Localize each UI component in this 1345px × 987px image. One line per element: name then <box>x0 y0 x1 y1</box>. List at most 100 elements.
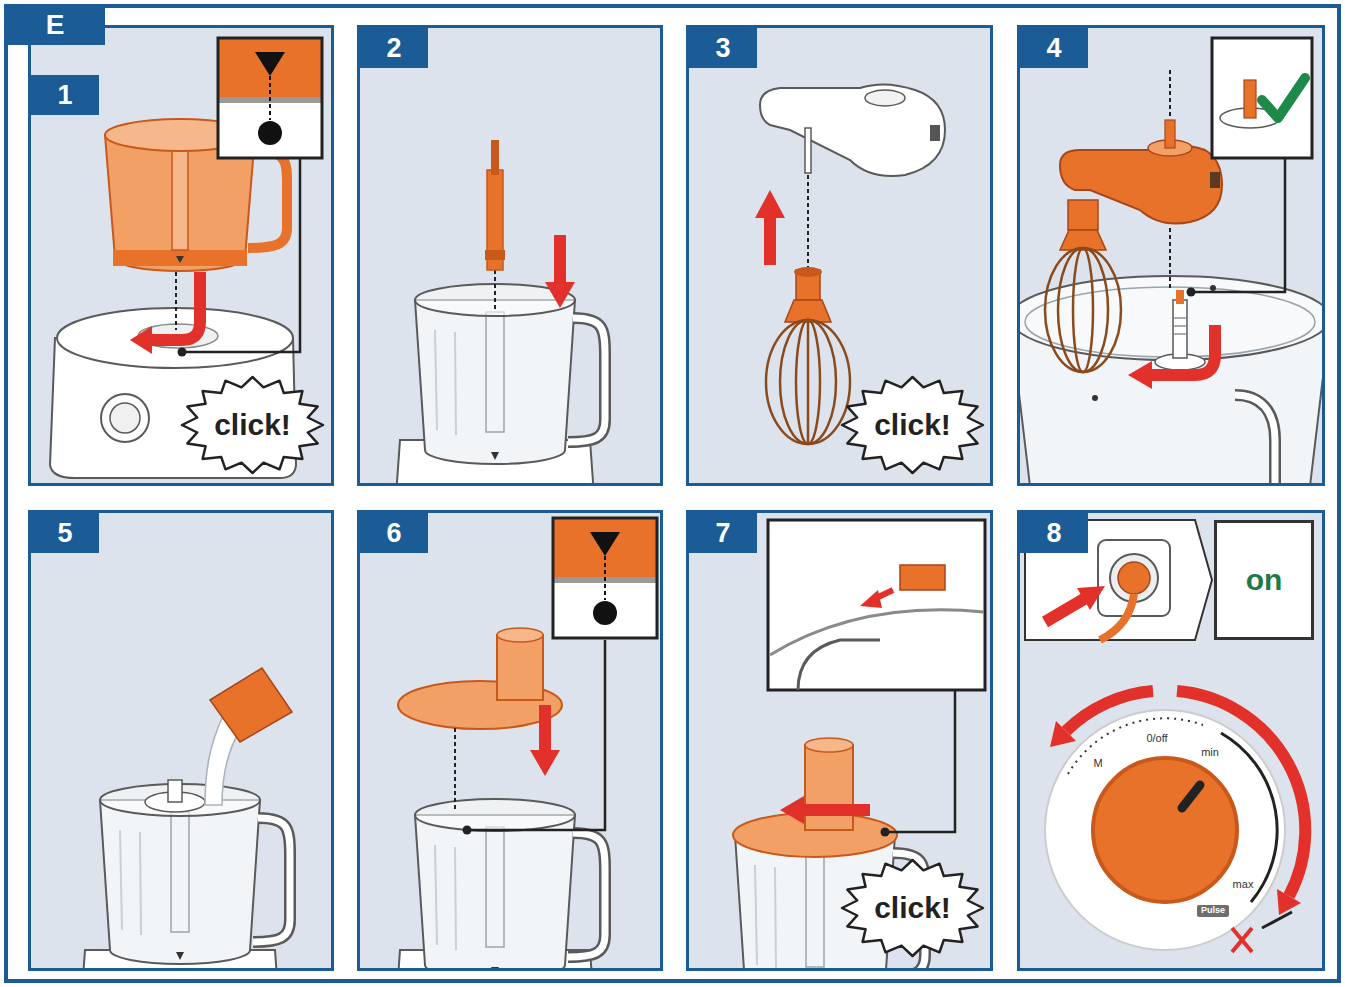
dial-label: max <box>1233 878 1254 890</box>
step-3-art-part-part <box>766 320 850 444</box>
step-4-art <box>1017 38 1325 486</box>
step-panel: click! 3 <box>686 25 993 486</box>
step-panel: 4 <box>1017 25 1325 486</box>
step-panel: 6 <box>357 510 663 971</box>
dial-label: Pulse <box>1197 905 1229 917</box>
step-4-art-part <box>1025 287 1315 357</box>
step-8-art-part <box>1093 758 1237 902</box>
panel-grounds-part <box>357 25 663 486</box>
step-number: 3 <box>689 28 757 68</box>
click-burst: click! <box>840 375 985 475</box>
step-4-art-part <box>1169 70 1171 118</box>
step-panel: 2 <box>357 25 663 486</box>
panel-grounds-part <box>28 510 334 971</box>
section-letter: E <box>5 5 105 45</box>
step-number: 1 <box>31 75 99 115</box>
burst-shape <box>842 860 983 956</box>
step-3-art-part <box>760 84 945 176</box>
step-4-art-part <box>1128 361 1152 389</box>
step-4-art-part <box>1045 248 1121 372</box>
step-8-art-part <box>1045 599 1084 622</box>
step-7-art-part <box>881 828 890 837</box>
click-sound: click! <box>874 408 951 442</box>
step-4-art-part <box>1187 288 1196 297</box>
step-number: 6 <box>360 513 428 553</box>
step-1-art-part <box>178 348 187 357</box>
step-4-art-part <box>1150 325 1215 375</box>
step-7-art-part <box>805 745 853 830</box>
step-7-art <box>733 520 985 971</box>
step-6-art-part <box>530 750 560 776</box>
step-3-art-part <box>865 90 905 106</box>
step-panel: click!7 <box>686 510 993 971</box>
step-2-art-part <box>494 270 496 312</box>
step-4-art-part <box>1060 145 1222 224</box>
step-8-art <box>1025 520 1305 952</box>
step-4-art-part <box>1174 318 1186 334</box>
step-8-art-part <box>1177 691 1305 896</box>
step-4-art-part <box>1262 78 1305 118</box>
step-3-art-part <box>794 267 822 277</box>
step-number: 5 <box>31 513 99 553</box>
step-4-art-part <box>1235 395 1275 486</box>
burst-shape <box>182 377 323 473</box>
step-2-art-part <box>491 140 499 175</box>
step-7-art-part <box>798 640 880 690</box>
step-4-art-part <box>1169 228 1171 288</box>
panel-grounds <box>28 25 1325 971</box>
step-8-art-part <box>1050 721 1076 747</box>
step-6-art-part <box>539 705 551 752</box>
step-6-art-part <box>463 826 472 835</box>
step-8-art-part <box>1232 928 1252 952</box>
step-2-art-part <box>415 284 605 464</box>
step-4-art-part <box>1176 290 1184 304</box>
step-3-art-part-part <box>796 320 820 444</box>
step-8-art-part <box>1100 594 1134 640</box>
step-1-art-part <box>113 250 247 266</box>
dial-label: min <box>1201 746 1219 758</box>
step-1-art-part <box>130 326 152 354</box>
step-1-art-part <box>110 403 140 433</box>
step-8-art-part <box>1077 586 1105 610</box>
step-3-art-part <box>805 128 811 173</box>
step-number: 4 <box>1020 28 1088 68</box>
step-2-art-part <box>545 282 575 308</box>
step-7-art-part <box>770 610 984 655</box>
step-1-art-part <box>248 150 287 248</box>
step-6-art-part <box>553 518 657 638</box>
status-word: on <box>1246 563 1283 597</box>
step-1-art-part <box>176 256 184 263</box>
step-3-art-part-part <box>780 320 836 444</box>
step-6-art-part <box>454 728 456 812</box>
step-3-art-part <box>785 300 831 322</box>
step-4-art-part-part <box>1058 248 1108 372</box>
step-number: 8 <box>1020 513 1088 553</box>
step-5-art-part <box>210 668 292 742</box>
step-8-art-part <box>1066 691 1153 731</box>
step-6-art-part <box>497 635 543 700</box>
step-1-art-part <box>101 394 149 442</box>
step-5-art-part <box>100 784 290 964</box>
step-4-art-part <box>1244 80 1256 118</box>
step-3-art-part <box>764 215 776 265</box>
step-3-art-part-part <box>807 322 810 444</box>
step-1-art-part <box>172 150 188 250</box>
step-1-art-part <box>150 272 200 340</box>
step-1-art-part <box>184 158 300 352</box>
step-number: 7 <box>689 513 757 553</box>
step-7-art-part <box>805 738 853 752</box>
step-4-art-part <box>1194 158 1285 292</box>
panel-grounds-part <box>686 25 993 486</box>
burst-shape <box>842 377 983 473</box>
step-7-art-part <box>802 804 870 816</box>
step-3-art-part <box>755 190 785 218</box>
step-4-art-part <box>1210 172 1220 188</box>
dial-label: M <box>1093 757 1102 769</box>
step-6-art-part <box>497 628 543 642</box>
step-4-art-part-part <box>1073 248 1093 372</box>
step-4-art-part <box>1165 120 1175 148</box>
step-8-art-part <box>1262 912 1292 928</box>
step-7-art-part <box>780 796 804 824</box>
